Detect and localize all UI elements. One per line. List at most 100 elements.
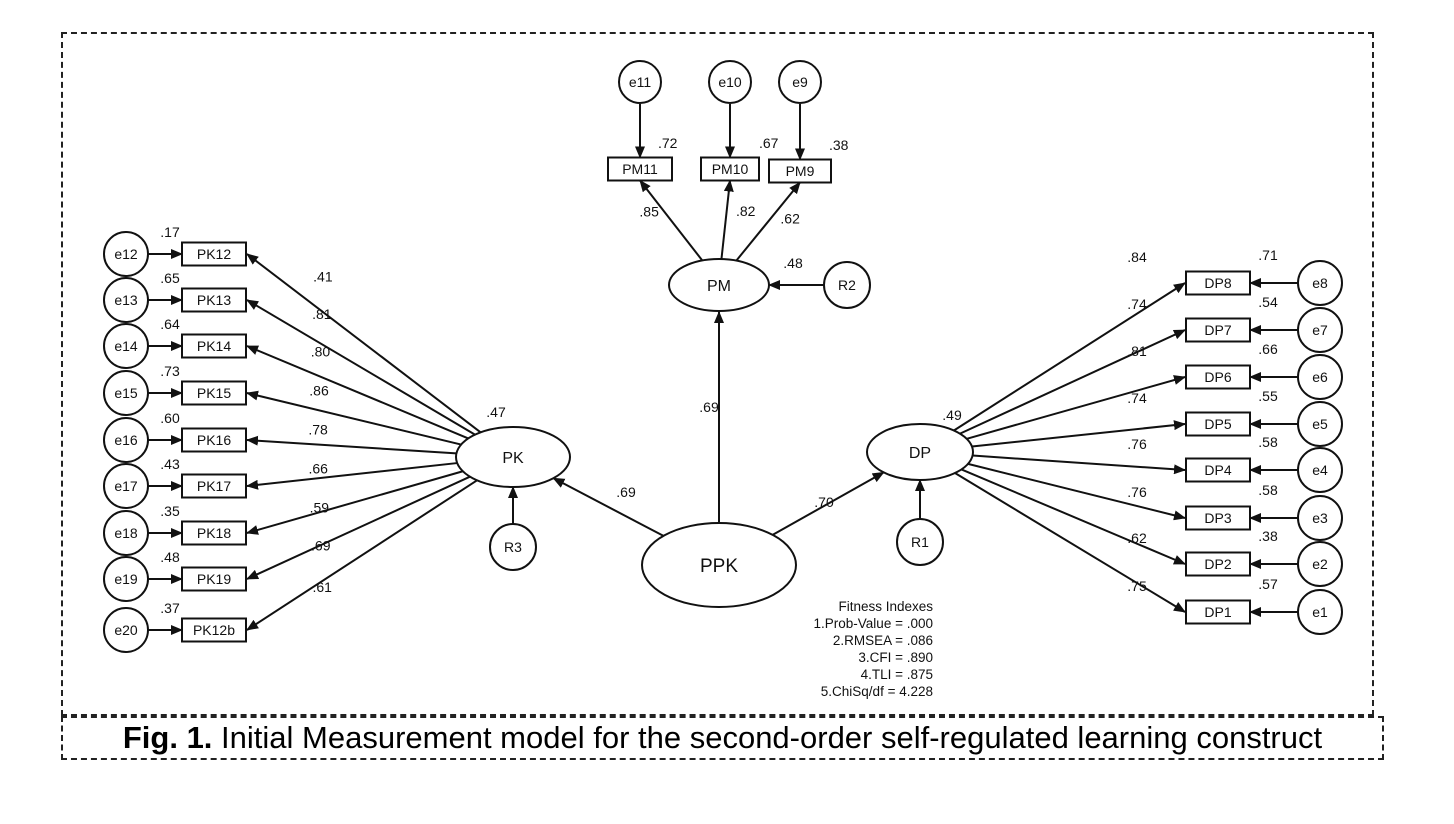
loading-label: .70 [814,494,834,510]
indicator-box [1185,364,1251,390]
path-ppk-pk [552,477,664,537]
error-node [1297,495,1343,541]
indicator-box [1185,551,1251,577]
error-node [708,60,752,104]
loading-path [967,462,1186,521]
r2-label: .65 [160,270,180,286]
indicator-label: PK16 [197,432,231,448]
r2-label: .37 [160,600,180,616]
indicator-label: PK17 [197,478,231,494]
r2-label: .66 [1258,341,1278,357]
error-node [618,60,662,104]
indicator-box [1185,505,1251,531]
error-label: e6 [1312,369,1328,385]
error-node [1297,354,1343,400]
r2-label: .48 [160,549,180,565]
indicator-box [1185,270,1251,296]
residual-node [823,261,871,309]
r2-label: .54 [1258,294,1278,310]
indicator-label: PK13 [197,292,231,308]
r2-label: .38 [829,137,849,153]
indicator-label: PK12b [193,622,235,638]
r2-label: .49 [942,407,962,423]
loading-path [961,468,1186,565]
r2-label: .58 [1258,434,1278,450]
loading-path [246,345,469,440]
indicator-box [1185,411,1251,437]
indicator-label: DP5 [1204,416,1231,432]
residual-node [489,523,537,571]
fitness-title: Fitness Indexes [838,599,933,614]
fitness-line: 3.CFI = .890 [858,650,933,665]
loading-path [246,462,458,490]
error-node [103,417,149,463]
loading-label: .62 [1127,530,1147,546]
error-node [103,231,149,277]
loading-path [246,390,462,446]
loading-path [971,420,1186,448]
loading-label: .69 [616,484,636,500]
indicator-label: PK12 [197,246,231,262]
loading-path [954,472,1186,613]
loading-label: .41 [313,269,333,285]
error-node [103,463,149,509]
loading-label: .76 [1127,436,1147,452]
loading-label: .81 [1127,343,1147,359]
r2-label: .47 [486,404,506,420]
r2-label: .72 [658,135,678,151]
loading-label: .75 [1127,578,1147,594]
indicator-box [1185,457,1251,483]
r2-label: .35 [160,503,180,519]
indicator-box [181,287,247,313]
indicator-label: DP3 [1204,510,1231,526]
r2-label: .55 [1258,388,1278,404]
residual-label: R1 [911,534,929,550]
indicator-box [700,156,760,182]
loading-path [720,179,734,260]
indicator-label: DP1 [1204,604,1231,620]
error-label: e16 [114,432,138,448]
r2-label: .58 [1258,482,1278,498]
error-node [103,556,149,602]
loading-path [959,329,1186,435]
loading-label: .61 [312,579,332,595]
error-node [1297,307,1343,353]
r2-label: .48 [783,255,803,271]
error-node [1297,589,1343,635]
latent-pk [455,426,571,488]
error-label: e17 [114,478,138,494]
error-label: e1 [1312,604,1328,620]
figure-caption: Fig. 1. Initial Measurement model for th… [61,716,1384,760]
fitness-indexes: Fitness Indexes 1.Prob-Value = .000 2.RM… [814,599,934,699]
loading-label: .76 [1127,484,1147,500]
error-node [103,277,149,323]
latent-label: DP [909,445,931,462]
latent-dp [866,423,974,481]
residual-node [896,518,944,566]
loading-label: .59 [310,500,330,516]
error-label: e8 [1312,275,1328,291]
loading-label: .69 [699,399,719,415]
indicator-box [1185,599,1251,625]
indicator-box [181,520,247,546]
caption-text: Initial Measurement model for the second… [212,720,1323,755]
fitness-line: 2.RMSEA = .086 [833,633,933,648]
loading-path [953,282,1186,432]
loading-path [246,470,464,535]
r2-label: .38 [1258,528,1278,544]
r2-label: .60 [160,410,180,426]
fitness-line: 5.ChiSq/df = 4.228 [821,684,933,699]
fitness-line: 1.Prob-Value = .000 [814,616,933,631]
loading-label: .84 [1127,249,1147,265]
loading-path [246,299,476,436]
indicator-label: DP4 [1204,462,1231,478]
loading-label: .80 [311,343,331,359]
r2-label: .71 [1258,247,1278,263]
error-node [1297,447,1343,493]
loading-path [735,181,801,262]
latent-label: PK [502,450,524,467]
indicator-label: PK15 [197,385,231,401]
loading-label: .74 [1127,296,1147,312]
error-label: e12 [114,246,138,262]
